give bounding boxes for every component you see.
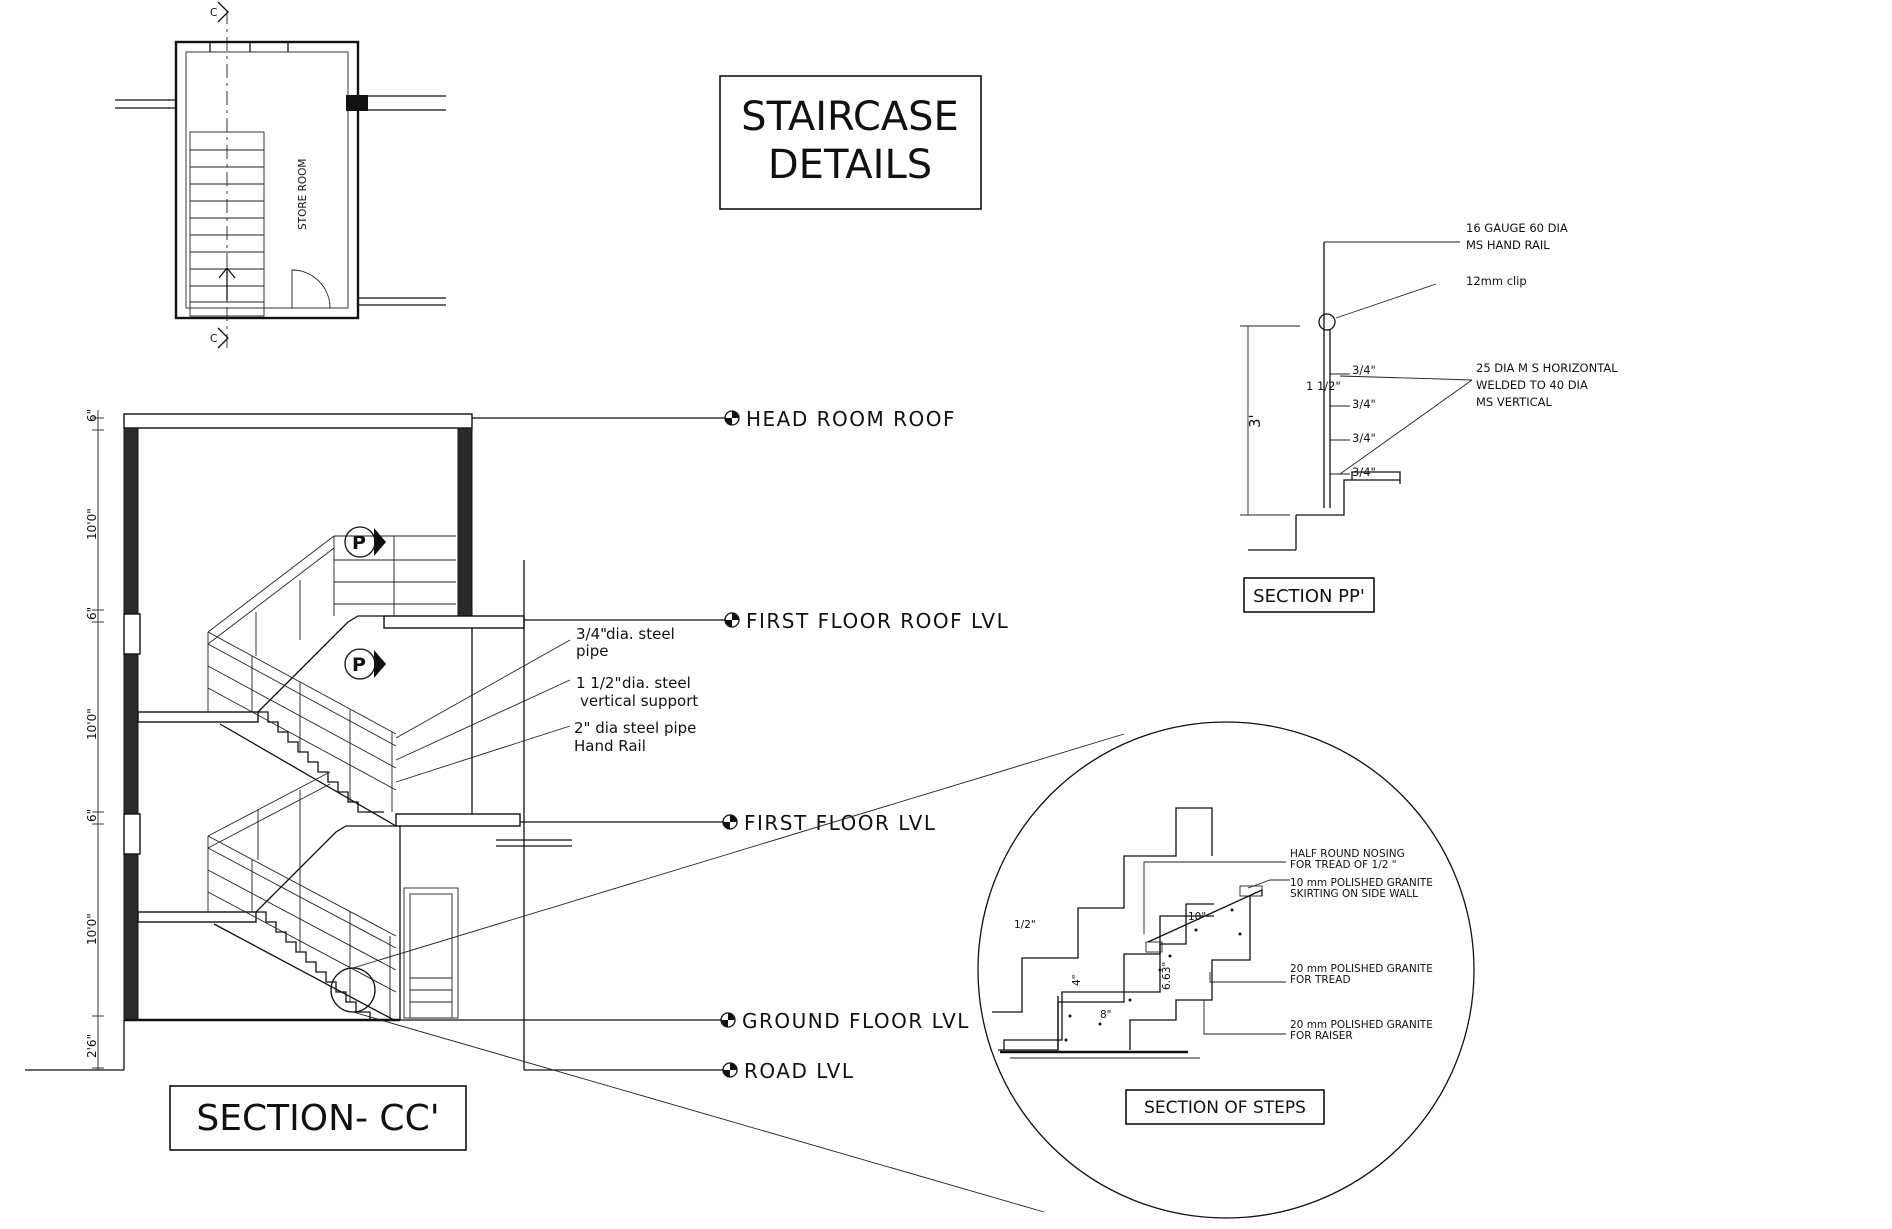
- cut-arrow-bottom-icon: [217, 327, 229, 349]
- door-swing-icon: [291, 269, 331, 309]
- plan-outer-wall: [174, 40, 360, 320]
- left-wall-upper: [123, 427, 139, 615]
- level-ground-floor: GROUND FLOOR LVL: [400, 1009, 970, 1033]
- level-label-road: ROAD LVL: [744, 1059, 855, 1083]
- marker-label-upper: P: [352, 532, 366, 554]
- level-road: ROAD LVL: [524, 1059, 855, 1083]
- height-slab-1: 6": [85, 409, 99, 422]
- pp-handrail-icon: [1318, 313, 1336, 331]
- callout-leader-bottom: [352, 1011, 1045, 1213]
- steps-note-skirting-1: 10 mm POLISHED GRANITE: [1290, 877, 1433, 889]
- pp-note-rail-1: 16 GAUGE 60 DIA: [1466, 221, 1568, 235]
- steps-dim-four: 4": [1071, 974, 1083, 986]
- steps-note-skirting-2: SKIRTING ON SIDE WALL: [1290, 888, 1418, 900]
- level-label-first-floor: FIRST FLOOR LVL: [744, 811, 937, 835]
- pp-note-clip: 12mm clip: [1466, 274, 1527, 288]
- head-room-roof-slab: [123, 413, 473, 429]
- section-marker-p-upper: P: [344, 526, 386, 558]
- section-pp: 3' 3/4" 3/4" 3/4" 3/4" 1 1/2" 16 GAUGE 6…: [1240, 221, 1618, 613]
- steps-note-nosing-2: FOR TREAD OF 1/2 ": [1290, 859, 1397, 871]
- handrail-upper: [207, 535, 456, 812]
- section-cc: 6" 10'0" 6" 10'0" 6" 10'0" 2'6": [25, 407, 1009, 1151]
- steps-dim-half: 1/2": [1014, 919, 1036, 931]
- note-rail-line-1: 2" dia steel pipe: [574, 719, 696, 737]
- title-line-2: DETAILS: [768, 142, 932, 188]
- title-line-1: STAIRCASE: [741, 94, 959, 140]
- steps-note-riser-1: 20 mm POLISHED GRANITE: [1290, 1019, 1433, 1031]
- level-head-room-roof: HEAD ROOM ROOF: [472, 407, 956, 431]
- pp-spacing-1: 3/4": [1352, 363, 1376, 377]
- pp-note-horizontal-3: MS VERTICAL: [1476, 395, 1552, 409]
- plan-inner-wall: [185, 51, 349, 309]
- right-wall-upper: [457, 427, 473, 617]
- steps-note-tread-2: FOR TREAD: [1290, 974, 1351, 986]
- cut-arrow-top-icon: [217, 1, 229, 23]
- pp-title-frame: [1243, 577, 1375, 613]
- ground-floor-landing: [137, 911, 257, 923]
- height-slab-3: 6": [85, 809, 99, 822]
- ground-floor-door: [403, 887, 459, 1019]
- steps-dim-rise: 6.63": [1161, 962, 1173, 990]
- note-pipe-fraction: 3/4": [576, 625, 607, 643]
- marker-label-lower: P: [352, 654, 366, 676]
- pp-note-horizontal-2: WELDED TO 40 DIA: [1476, 378, 1588, 392]
- upper-flight-steps: [258, 711, 384, 813]
- cut-mark-top: C: [210, 7, 217, 19]
- level-label-head-room: HEAD ROOM ROOF: [746, 407, 956, 431]
- height-plinth: 2'6": [85, 1034, 99, 1058]
- pp-post-size: 1 1/2": [1306, 379, 1341, 393]
- cut-mark-bottom: C: [210, 333, 217, 345]
- note-support-line-1: dia. steel: [622, 674, 691, 692]
- section-cc-title: SECTION- CC': [196, 1098, 439, 1139]
- title-frame: [719, 75, 982, 210]
- section-of-steps: 1/2" 10" 6.63" 4" 8" HALF ROUND NOSING F…: [352, 721, 1475, 1219]
- note-support-line-2: vertical support: [580, 692, 698, 710]
- section-marker-p-lower: P: [344, 648, 386, 680]
- handrail-lower: [207, 771, 397, 1020]
- steps-title-frame: [1125, 1089, 1325, 1125]
- detail-circle: [977, 721, 1475, 1219]
- title-block: STAIRCASE DETAILS: [719, 75, 982, 210]
- note-pipe-line-1: dia. steel: [606, 625, 675, 643]
- pp-spacing-3: 3/4": [1352, 431, 1376, 445]
- height-slab-2: 6": [85, 607, 99, 620]
- steps-dim-going: 10": [1188, 911, 1206, 923]
- steps-dim-eight: 8": [1100, 1009, 1112, 1021]
- steps-note-nosing-1: HALF ROUND NOSING: [1290, 848, 1405, 860]
- section-cc-title-frame: [169, 1085, 467, 1151]
- store-room-label: STORE ROOM: [297, 159, 309, 231]
- steps-note-riser-2: FOR RAISER: [1290, 1030, 1353, 1042]
- steps-note-tread-1: 20 mm POLISHED GRANITE: [1290, 963, 1433, 975]
- height-floor-2: 10'0": [85, 708, 99, 740]
- pp-height: 3': [1246, 414, 1264, 428]
- first-floor-roof-slab: [383, 615, 525, 629]
- pp-title: SECTION PP': [1253, 586, 1365, 607]
- height-floor-1: 10'0": [85, 508, 99, 540]
- first-floor-slab: [395, 813, 521, 827]
- lower-flight-steps: [256, 911, 371, 1020]
- first-floor-landing: [137, 711, 259, 723]
- plan-column: [346, 95, 368, 111]
- callout-leader-top: [352, 733, 1125, 969]
- note-pipe-line-2: pipe: [576, 642, 608, 660]
- pp-spacing-2: 3/4": [1352, 397, 1376, 411]
- staircase-plan: STORE ROOM C C: [115, 1, 446, 350]
- note-support-fraction: 1 1/2": [576, 674, 621, 692]
- height-floor-3: 10'0": [85, 913, 99, 945]
- pp-note-horizontal-1: 25 DIA M S HORIZONTAL: [1476, 361, 1618, 375]
- detail-step-profile: [992, 807, 1213, 1013]
- level-label-first-floor-roof: FIRST FLOOR ROOF LVL: [746, 609, 1009, 633]
- level-first-floor: FIRST FLOOR LVL: [520, 811, 937, 835]
- pp-note-rail-2: MS HAND RAIL: [1466, 238, 1550, 252]
- steps-title: SECTION OF STEPS: [1144, 1098, 1306, 1118]
- level-first-floor-roof: FIRST FLOOR ROOF LVL: [524, 609, 1009, 633]
- note-rail-line-2: Hand Rail: [574, 737, 646, 755]
- level-label-ground-floor: GROUND FLOOR LVL: [742, 1009, 970, 1033]
- pp-spacing-4: 3/4": [1352, 465, 1376, 479]
